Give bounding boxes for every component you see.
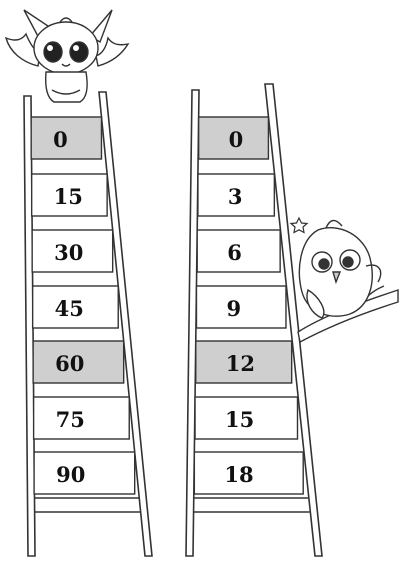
rung-number: 18 — [224, 462, 253, 487]
owl-on-branch-illustration — [298, 220, 398, 342]
rung-number: 3 — [228, 184, 243, 209]
right-ladder-rung: 12 — [196, 341, 292, 383]
left-ladder-rung: 15 — [32, 174, 107, 216]
rung-number: 15 — [54, 184, 83, 209]
rung-number: 90 — [56, 462, 85, 487]
rung-number: 30 — [54, 240, 83, 265]
left-ladder-rung: 30 — [32, 230, 113, 272]
rung-number: 15 — [225, 407, 254, 432]
right-ladder-rung: 6 — [197, 230, 280, 272]
right-ladder-rung: 0 — [199, 117, 269, 159]
left-ladder-rung: 90 — [34, 452, 135, 494]
right-ladder-rung: 9 — [196, 286, 285, 328]
right-ladder: 0 3 6 9 12 15 18 — [186, 84, 322, 556]
right-ladder-rung: 18 — [194, 452, 303, 494]
rung-number: 12 — [226, 351, 255, 376]
rung-number: 0 — [53, 127, 68, 152]
rung-number: 6 — [227, 240, 242, 265]
rung-box — [196, 286, 285, 328]
rung-number: 45 — [55, 296, 84, 321]
right-ladder-rung: 15 — [195, 397, 297, 439]
left-ladder-rung: 45 — [33, 286, 119, 328]
star-icon — [291, 218, 307, 233]
rung-number: 60 — [55, 351, 84, 376]
left-ladder-rung: 75 — [34, 397, 130, 439]
rung-number: 9 — [226, 296, 241, 321]
right-ladder-rung: 3 — [198, 174, 274, 216]
bat-creature-illustration — [6, 10, 128, 102]
left-ladder: 0 15 30 45 60 75 90 — [24, 92, 152, 556]
rung-number: 75 — [56, 407, 85, 432]
left-ladder-rung: 60 — [33, 341, 124, 383]
left-ladder-rung: 0 — [31, 117, 101, 159]
rung-number: 0 — [229, 127, 244, 152]
